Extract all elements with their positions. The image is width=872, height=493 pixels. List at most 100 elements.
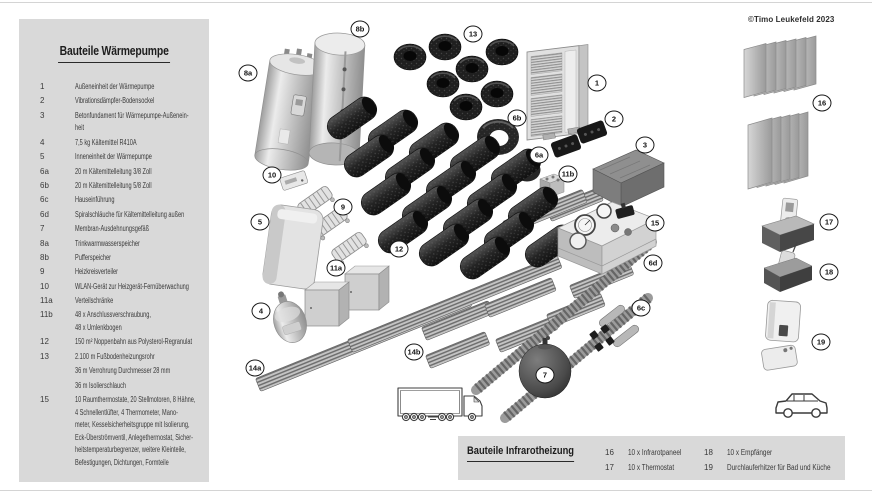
callout-label: 4 <box>258 306 264 316</box>
part-description: 150 m² Noppenbahn aus Polysterol-Regranu… <box>75 337 193 347</box>
truck-icon <box>397 387 483 422</box>
part-list-item: 12 150 m² Noppenbahn aus Polysterol-Regr… <box>40 336 270 349</box>
callout-badge: 12 <box>389 240 409 258</box>
callout-label: 6c <box>636 303 646 313</box>
callout-label: 8b <box>355 24 365 34</box>
part-number: 9 <box>40 267 45 277</box>
part-description: 10 x Thermostat <box>628 463 675 472</box>
part-list-item: 11a Verteilschränke <box>40 295 270 308</box>
infrared-item-19: 19 Durchlauferhitzer für Bad und Küche <box>704 463 872 472</box>
top-border <box>0 2 872 3</box>
part-description: 20 m Kältemittelleitung 3/8 Zoll <box>75 166 152 176</box>
part-number: 19 <box>704 463 713 472</box>
part-list-item: 10 WLAN-Gerät zur Heizgerät-Fernüberwach… <box>40 281 270 294</box>
callout-badge: 5 <box>250 213 270 231</box>
part-list-item: 6b 20 m Kältemittelleitung 5/8 Zoll <box>40 180 270 193</box>
part-description: Heizkreisverteiler <box>75 267 118 277</box>
part-list-item: 15 10 Raumthermostate, 20 Stellmotoren, … <box>40 394 270 470</box>
part-description: Verteilschränke <box>75 296 114 306</box>
part-number: 11b <box>40 310 53 320</box>
callout-badge: 16 <box>812 94 832 112</box>
part-17-thermostat <box>761 197 815 252</box>
infrared-parts-panel: Bauteile Infrarotheizung 16 10 x Infraro… <box>458 436 845 480</box>
part-list-item: 13 2.100 m Fußbodenheizungsrohr <box>40 351 270 364</box>
part-description: Spiralschläuche für Kältemittelleitung a… <box>75 209 185 219</box>
bottom-border <box>0 490 872 491</box>
callout-label: 14b <box>407 347 421 357</box>
callout-badge: 7 <box>535 366 555 384</box>
part-description: Pufferspeicher <box>75 252 112 262</box>
callout-label: 2 <box>611 114 617 124</box>
part-number: 6d <box>40 209 49 219</box>
part-list-item: 1 Außeneinheit der Wärmepumpe <box>40 81 270 94</box>
callout-label: 18 <box>824 267 834 277</box>
part-4-refrigerant-bottle <box>273 291 307 343</box>
parts-list: 1 Außeneinheit der Wärmepumpe 2 Vibratio… <box>40 81 270 471</box>
part-description: 10 x Infrarotpaneel <box>628 448 682 457</box>
callout-badge: 17 <box>819 213 839 231</box>
part-description: Vibrationsdämpfer-Bodensockel <box>75 96 155 106</box>
callout-label: 17 <box>824 217 834 227</box>
callout-label: 8a <box>243 68 253 78</box>
part-15-gauge-box <box>557 201 657 275</box>
part-list-item: 4 7,5 kg Kältemittel R410A <box>40 137 270 150</box>
part-13-pipe-coils <box>393 33 519 121</box>
part-number: 6b <box>40 180 49 190</box>
callout-label: 13 <box>468 29 478 39</box>
part-list-item: 7 Membran-Ausdehnungsgefäß <box>40 223 270 236</box>
part-description: 10 x Empfänger <box>727 448 773 457</box>
part-16-infrared-panels <box>743 35 817 190</box>
part-list-item: 3 Betonfundament für Wärmepumpe-Außenein… <box>40 110 270 135</box>
part-list-item: 6d Spiralschläuche für Kältemittelleitun… <box>40 209 270 222</box>
part-11a-cabinets <box>304 265 390 327</box>
part-number: 17 <box>605 463 614 472</box>
part-description: 36 m Verrohrung Durchmesser 28 mm <box>75 366 171 376</box>
copyright-notice: ©Timo Leukefeld 2023 <box>748 15 835 24</box>
part-number: 3 <box>40 110 45 120</box>
callout-badge: 8b <box>350 20 370 38</box>
part-description: 7,5 kg Kältemittel R410A <box>75 137 137 147</box>
callout-label: 5 <box>257 217 263 227</box>
callout-badge: 6c <box>631 299 651 317</box>
callout-label: 6a <box>534 150 544 160</box>
callout-badge: 9 <box>333 198 353 216</box>
callout-badge: 13 <box>463 25 483 43</box>
callout-label: 7 <box>542 370 548 380</box>
callout-label: 11b <box>561 169 575 179</box>
part-description: Membran-Ausdehnungsgefäß <box>75 224 150 234</box>
part-number: 18 <box>704 448 713 457</box>
callout-badge: 11b <box>558 165 578 183</box>
part-3-foundation <box>592 149 665 208</box>
callout-label: 19 <box>816 337 826 347</box>
part-list-item: 6c Hauseinführung <box>40 194 270 207</box>
callout-label: 1 <box>594 78 600 88</box>
part-description: Betonfundament für Wärmepumpe-Außenein- … <box>75 110 189 133</box>
part-description: Durchlauferhitzer für Bad und Küche <box>727 463 831 472</box>
part-list-item: 2 Vibrationsdämpfer-Bodensockel <box>40 95 270 108</box>
part-8b-buffer-tank <box>308 32 366 166</box>
part-description: Hauseinführung <box>75 195 115 205</box>
callout-label: 12 <box>394 244 404 254</box>
callout-label: 14a <box>248 363 262 373</box>
panel-title: Bauteile Wärmepumpe <box>19 43 209 63</box>
part-description: Inneneinheit der Wärmepumpe <box>75 152 152 162</box>
part-6d-spiral-hoses <box>471 237 657 423</box>
part-list-item: 8a Trinkwarmwasserspeicher <box>40 238 270 251</box>
part-number: 4 <box>40 137 45 147</box>
infrared-item-16: 16 10 x Infrarotpaneel <box>605 448 778 457</box>
part-description: 36 m Isolierschlauch <box>75 380 127 390</box>
part-number: 2 <box>40 96 45 106</box>
infrared-item-18: 18 10 x Empfänger <box>704 448 872 457</box>
part-number: 11a <box>40 296 53 306</box>
callout-badge: 6b <box>507 109 527 127</box>
infrared-item-17: 17 10 x Thermostat <box>605 463 778 472</box>
callout-label: 6d <box>648 258 658 268</box>
part-description: 48 x Anschlussverschraubung, 48 x Umlenk… <box>75 310 151 333</box>
part-description: Trinkwarmwasserspeicher <box>75 238 140 248</box>
part-number: 15 <box>40 395 49 404</box>
car-icon <box>775 393 828 418</box>
part-list-item: 8b Pufferspeicher <box>40 252 270 265</box>
part-number: 6c <box>40 195 49 205</box>
